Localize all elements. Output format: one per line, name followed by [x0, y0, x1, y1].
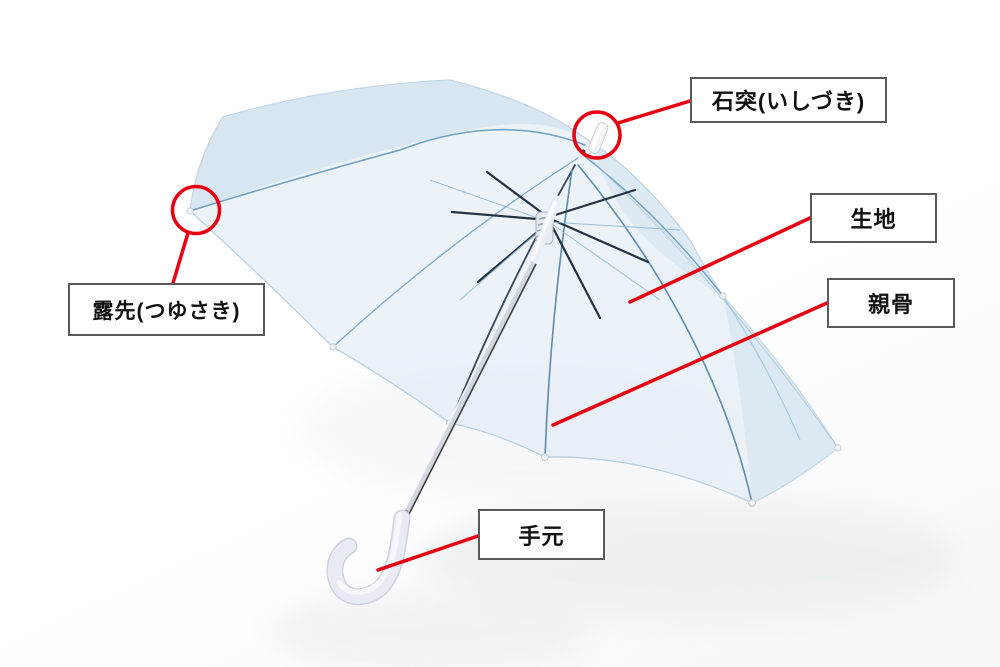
label-text-ishizuki: 石突(いしづき): [711, 89, 866, 114]
stretchers: [450, 170, 650, 320]
label-box-temoto: 手元: [478, 509, 605, 560]
canopy-droop-panel: [723, 296, 838, 503]
handle-highlight: [336, 512, 403, 595]
handle-shadow: [270, 592, 590, 667]
rib-tip: [186, 207, 194, 215]
shaft-metal-highlight: [401, 261, 531, 516]
rib-left-front: [332, 157, 579, 348]
leader-line-tsuyusaki: [171, 231, 190, 285]
annotations: [170, 99, 829, 572]
label-box-ishizuki: 石突(いしづき): [690, 77, 887, 123]
label-text-kiji: 生地: [850, 207, 897, 232]
shaft: [401, 195, 562, 519]
leader-line-ishizuki: [616, 99, 692, 125]
canopy-top-band: [190, 80, 588, 211]
handle-body: [327, 511, 409, 604]
rib-left: [192, 129, 586, 211]
rib-right-rear: [582, 151, 839, 449]
label-text-temoto: 手元: [518, 523, 565, 549]
rib-tip: [329, 343, 337, 351]
rib-right-front: [577, 164, 753, 504]
canopy-right-panel: [588, 140, 723, 296]
rib-tip: [834, 444, 842, 452]
leader-line-temoto: [376, 534, 480, 572]
rib-center-front: [544, 169, 573, 458]
rib-tip: [748, 499, 756, 507]
label-box-tsuyusaki: 露先(つゆさき): [68, 283, 265, 336]
thin-spreaders: [429, 179, 681, 301]
ferrule-shine: [591, 124, 603, 149]
rib-tip: [719, 292, 727, 300]
leader-line-oyabone: [551, 301, 829, 427]
canopy-fold-line: [722, 295, 801, 441]
leader-line-kiji: [628, 216, 812, 304]
shaft-upper-highlight: [530, 200, 557, 262]
label-box-oyabone: 親骨: [827, 278, 955, 328]
handle: [326, 509, 411, 606]
annotation-circle-ishizuki: [572, 110, 622, 160]
shaft-metal-dark-edge: [406, 263, 537, 519]
annotation-circle-tsuyusaki: [170, 184, 222, 236]
ferrule: [588, 122, 609, 154]
label-text-oyabone: 親骨: [867, 292, 914, 317]
label-text-tsuyusaki: 露先(つゆさき): [92, 299, 241, 323]
canopy: [189, 79, 839, 504]
shaft-metal: [401, 260, 536, 519]
rib-tip: [541, 453, 549, 461]
label-box-kiji: 生地: [810, 193, 937, 243]
